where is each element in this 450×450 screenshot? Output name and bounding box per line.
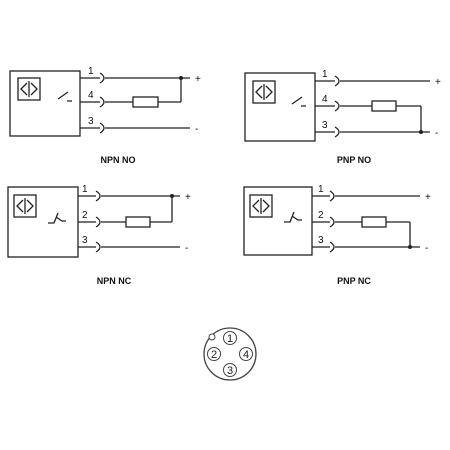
pin-label: 3 bbox=[82, 235, 88, 246]
connector-arrow bbox=[95, 216, 101, 228]
connector-arrow bbox=[334, 126, 340, 138]
sensor-body bbox=[243, 186, 313, 256]
polarity-plus: + bbox=[185, 192, 191, 203]
sensor-body bbox=[9, 70, 81, 137]
connector-arrow bbox=[95, 241, 101, 253]
pin-label: 1 bbox=[322, 69, 328, 80]
diagram-caption: NPN NO bbox=[100, 155, 136, 165]
connector-pin-number: 4 bbox=[243, 349, 249, 361]
junction-dot bbox=[170, 194, 174, 198]
switch-no-icon bbox=[57, 91, 72, 102]
switch-nc-icon bbox=[284, 211, 302, 223]
connector-arrow bbox=[99, 122, 105, 134]
pin-label: 3 bbox=[318, 235, 324, 246]
pin-label: 4 bbox=[88, 90, 94, 101]
diagram-pnp-nc: 1 2 3 + - bbox=[243, 184, 431, 256]
connector-arrow bbox=[329, 241, 335, 253]
load-resistor bbox=[361, 216, 387, 228]
pin-label: 2 bbox=[318, 210, 324, 221]
connector-pin-number: 2 bbox=[211, 349, 217, 361]
pin-label: 3 bbox=[88, 116, 94, 127]
polarity-minus: - bbox=[185, 243, 188, 254]
diagram-caption: NPN NC bbox=[96, 276, 132, 286]
connector-arrow bbox=[99, 72, 105, 84]
pin-socket bbox=[207, 347, 221, 361]
polarity-minus: - bbox=[425, 243, 428, 254]
connector-arrow bbox=[334, 75, 340, 87]
polarity-plus: + bbox=[195, 74, 201, 85]
diagram-caption: PNP NO bbox=[336, 155, 372, 165]
pin-socket bbox=[223, 363, 237, 377]
connector-arrow bbox=[329, 216, 335, 228]
connector-outline bbox=[203, 327, 257, 381]
pin-socket bbox=[239, 347, 253, 361]
switch-no-icon bbox=[291, 96, 306, 107]
junction-dot bbox=[179, 76, 183, 80]
polarity-minus: - bbox=[195, 124, 198, 135]
sensor-body bbox=[244, 72, 316, 142]
polarity-minus: - bbox=[435, 128, 438, 139]
pin-label: 4 bbox=[322, 94, 328, 105]
pin-socket bbox=[223, 331, 237, 345]
connector-pin-number: 1 bbox=[227, 333, 233, 345]
diagram-caption: PNP NC bbox=[337, 276, 371, 286]
diagram-npn-nc: 1 2 3 + - bbox=[7, 184, 191, 258]
load-resistor bbox=[371, 100, 397, 112]
diagram-npn-no: 1 4 3 + - bbox=[9, 66, 201, 137]
connector-key bbox=[208, 333, 216, 341]
connector-arrow bbox=[334, 100, 340, 112]
pin-label: 1 bbox=[318, 184, 324, 195]
connector-pin-number: 3 bbox=[227, 365, 233, 377]
pin-label: 3 bbox=[322, 120, 328, 131]
pin-label: 1 bbox=[88, 66, 94, 77]
connector-arrow bbox=[95, 190, 101, 202]
switch-nc-icon bbox=[48, 212, 66, 224]
connector-arrow bbox=[329, 190, 335, 202]
pin-label: 2 bbox=[82, 210, 88, 221]
diagram-pnp-no: 1 4 3 + - bbox=[244, 69, 441, 142]
polarity-plus: + bbox=[425, 192, 431, 203]
connector-arrow bbox=[99, 96, 105, 108]
pin-label: 1 bbox=[82, 184, 88, 195]
load-resistor bbox=[125, 216, 151, 228]
sensor-body bbox=[7, 186, 79, 258]
load-resistor bbox=[132, 96, 159, 108]
polarity-plus: + bbox=[435, 77, 441, 88]
connector-pinout: 1 2 3 4 bbox=[203, 327, 257, 381]
